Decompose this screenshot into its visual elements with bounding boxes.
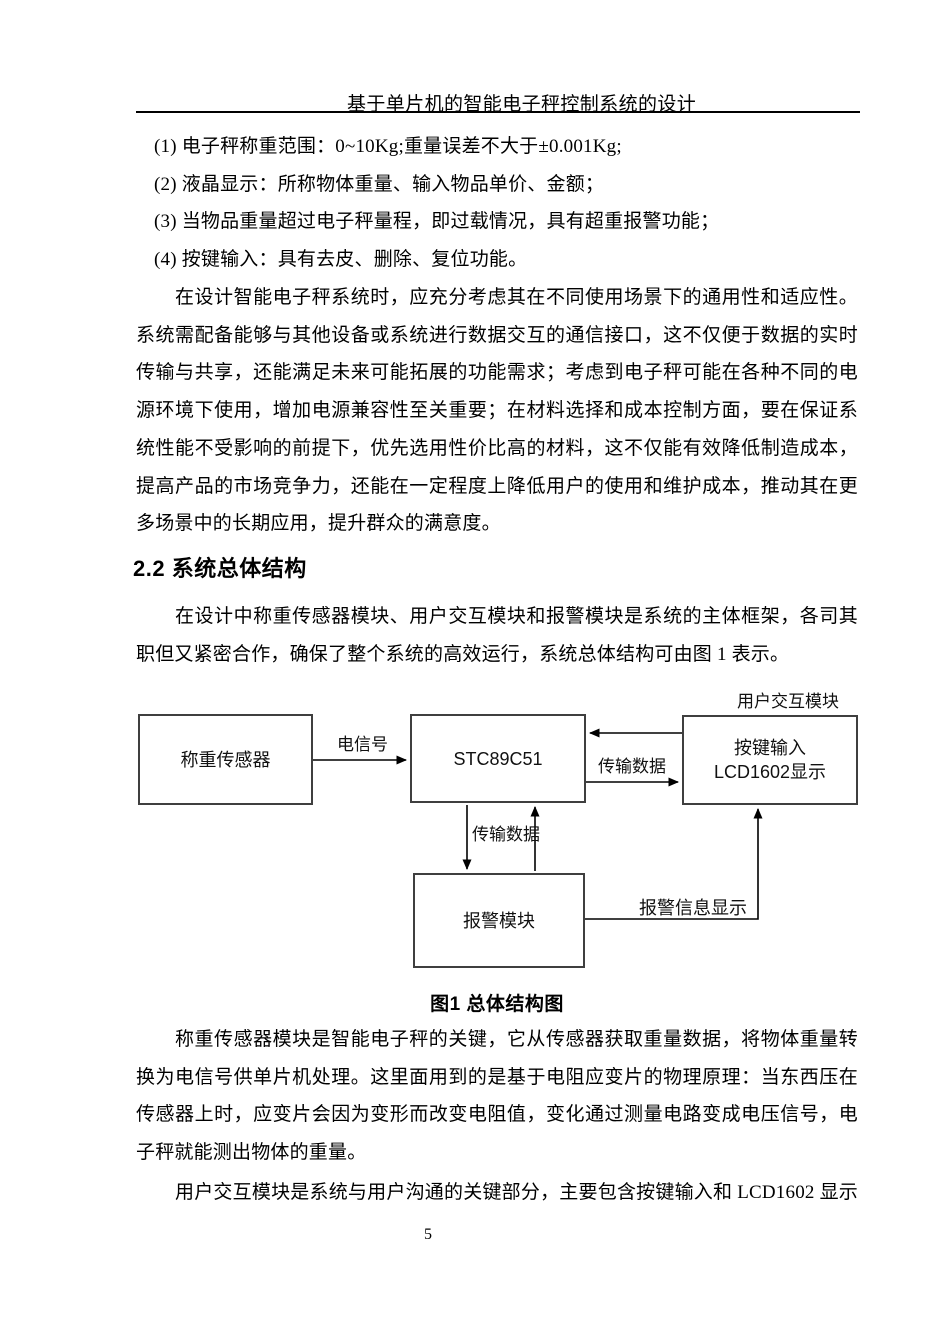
text-line: 提高产品的市场竞争力，还能在一定程度上降低用户的使用和维护成本，推动其在更 <box>136 475 858 497</box>
text-line: 换为电信号供单片机处理。这里面用到的是基于电阻应变片的物理原理：当东西压在 <box>136 1066 858 1088</box>
text-line: 在设计智能电子秤系统时，应充分考虑其在不同使用场景下的通用性和适应性。 <box>175 287 858 308</box>
list-item-3: (3) 当物品重量超过电子秤量程，即过载情况，具有超重报警功能； <box>154 211 720 233</box>
list-item-2: (2) 液晶显示：所称物体重量、输入物品单价、金额； <box>154 173 605 195</box>
paragraph-user-interaction-module: 用户交互模块是系统与用户沟通的关键部分，主要包含按键输入和 LCD1602 显示 <box>136 1174 858 1212</box>
section-heading: 2.2 系统总体结构 <box>133 556 307 581</box>
text-line: 子秤就能测出物体的重量。 <box>136 1142 367 1164</box>
page-number: 5 <box>424 1226 432 1243</box>
text-line: 职但又紧密合作，确保了整个系统的高效运行，系统总体结构可由图 1 表示。 <box>136 643 790 665</box>
group-label-user-interaction: 用户交互模块 <box>737 692 839 711</box>
requirements-list: (1) 电子秤称重范围：0~10Kg;重量误差不大于±0.001Kg; (2) … <box>136 128 858 279</box>
text-line: 用户交互模块是系统与用户沟通的关键部分，主要包含按键输入和 LCD1602 显示 <box>175 1182 858 1203</box>
paragraph-overall-structure-intro: 在设计中称重传感器模块、用户交互模块和报警模块是系统的主体框架，各司其 职但又紧… <box>136 598 858 673</box>
edge-label-transfer-data-horizontal: 传输数据 <box>598 757 666 776</box>
text-line: 传输与共享，还能满足未来可能拓展的功能需求；考虑到电子秤可能在各种不同的电 <box>136 362 858 384</box>
list-item-1: (1) 电子秤称重范围：0~10Kg;重量误差不大于±0.001Kg; <box>154 136 622 157</box>
box-label: 称重传感器 <box>180 749 271 770</box>
box-user-interaction: 按键输入 LCD1602显示 <box>682 715 858 805</box>
box-label: STC89C51 <box>453 748 543 769</box>
list-item-4: (4) 按键输入：具有去皮、删除、复位功能。 <box>154 249 528 271</box>
figure-caption: 图1 总体结构图 <box>430 994 564 1015</box>
text-line: 统性能不受影响的前提下，优先选用性价比高的材料，这不仅能有效降低制造成本， <box>136 437 858 459</box>
box-label-line1: 按键输入 <box>734 738 806 758</box>
edge-label-transfer-data-vertical: 传输数据 <box>472 825 540 844</box>
text-line: 源环境下使用，增加电源兼容性至关重要；在材料选择和成本控制方面，要在保证系 <box>136 400 858 422</box>
text-line: 多场景中的长期应用，提升群众的满意度。 <box>136 513 501 535</box>
box-label-line2: LCD1602显示 <box>713 762 827 782</box>
header-rule <box>136 111 860 113</box>
box-mcu-stc89c51: STC89C51 <box>410 714 586 803</box>
header-title: 基于单片机的智能电子秤控制系统的设计 <box>347 94 697 115</box>
edge-label-alarm-info-display: 报警信息显示 <box>639 898 747 918</box>
box-alarm-module: 报警模块 <box>413 873 585 968</box>
box-weighing-sensor: 称重传感器 <box>138 714 313 805</box>
paragraph-design-considerations: 在设计智能电子秤系统时，应充分考虑其在不同使用场景下的通用性和适应性。 系统需配… <box>136 279 858 543</box>
box-label: 报警模块 <box>463 910 535 931</box>
text-line: 传感器上时，应变片会因为变形而改变电阻值，变化通过测量电路变成电压信号，电 <box>136 1104 858 1126</box>
paragraph-sensor-module: 称重传感器模块是智能电子秤的关键，它从传感器获取重量数据，将物体重量转 换为电信… <box>136 1021 858 1172</box>
text-line: 称重传感器模块是智能电子秤的关键，它从传感器获取重量数据，将物体重量转 <box>175 1029 858 1050</box>
text-line: 系统需配备能够与其他设备或系统进行数据交互的通信接口，这不仅便于数据的实时 <box>136 324 858 346</box>
edge-label-electrical-signal: 电信号 <box>337 735 388 754</box>
text-line: 在设计中称重传感器模块、用户交互模块和报警模块是系统的主体框架，各司其 <box>175 606 858 627</box>
